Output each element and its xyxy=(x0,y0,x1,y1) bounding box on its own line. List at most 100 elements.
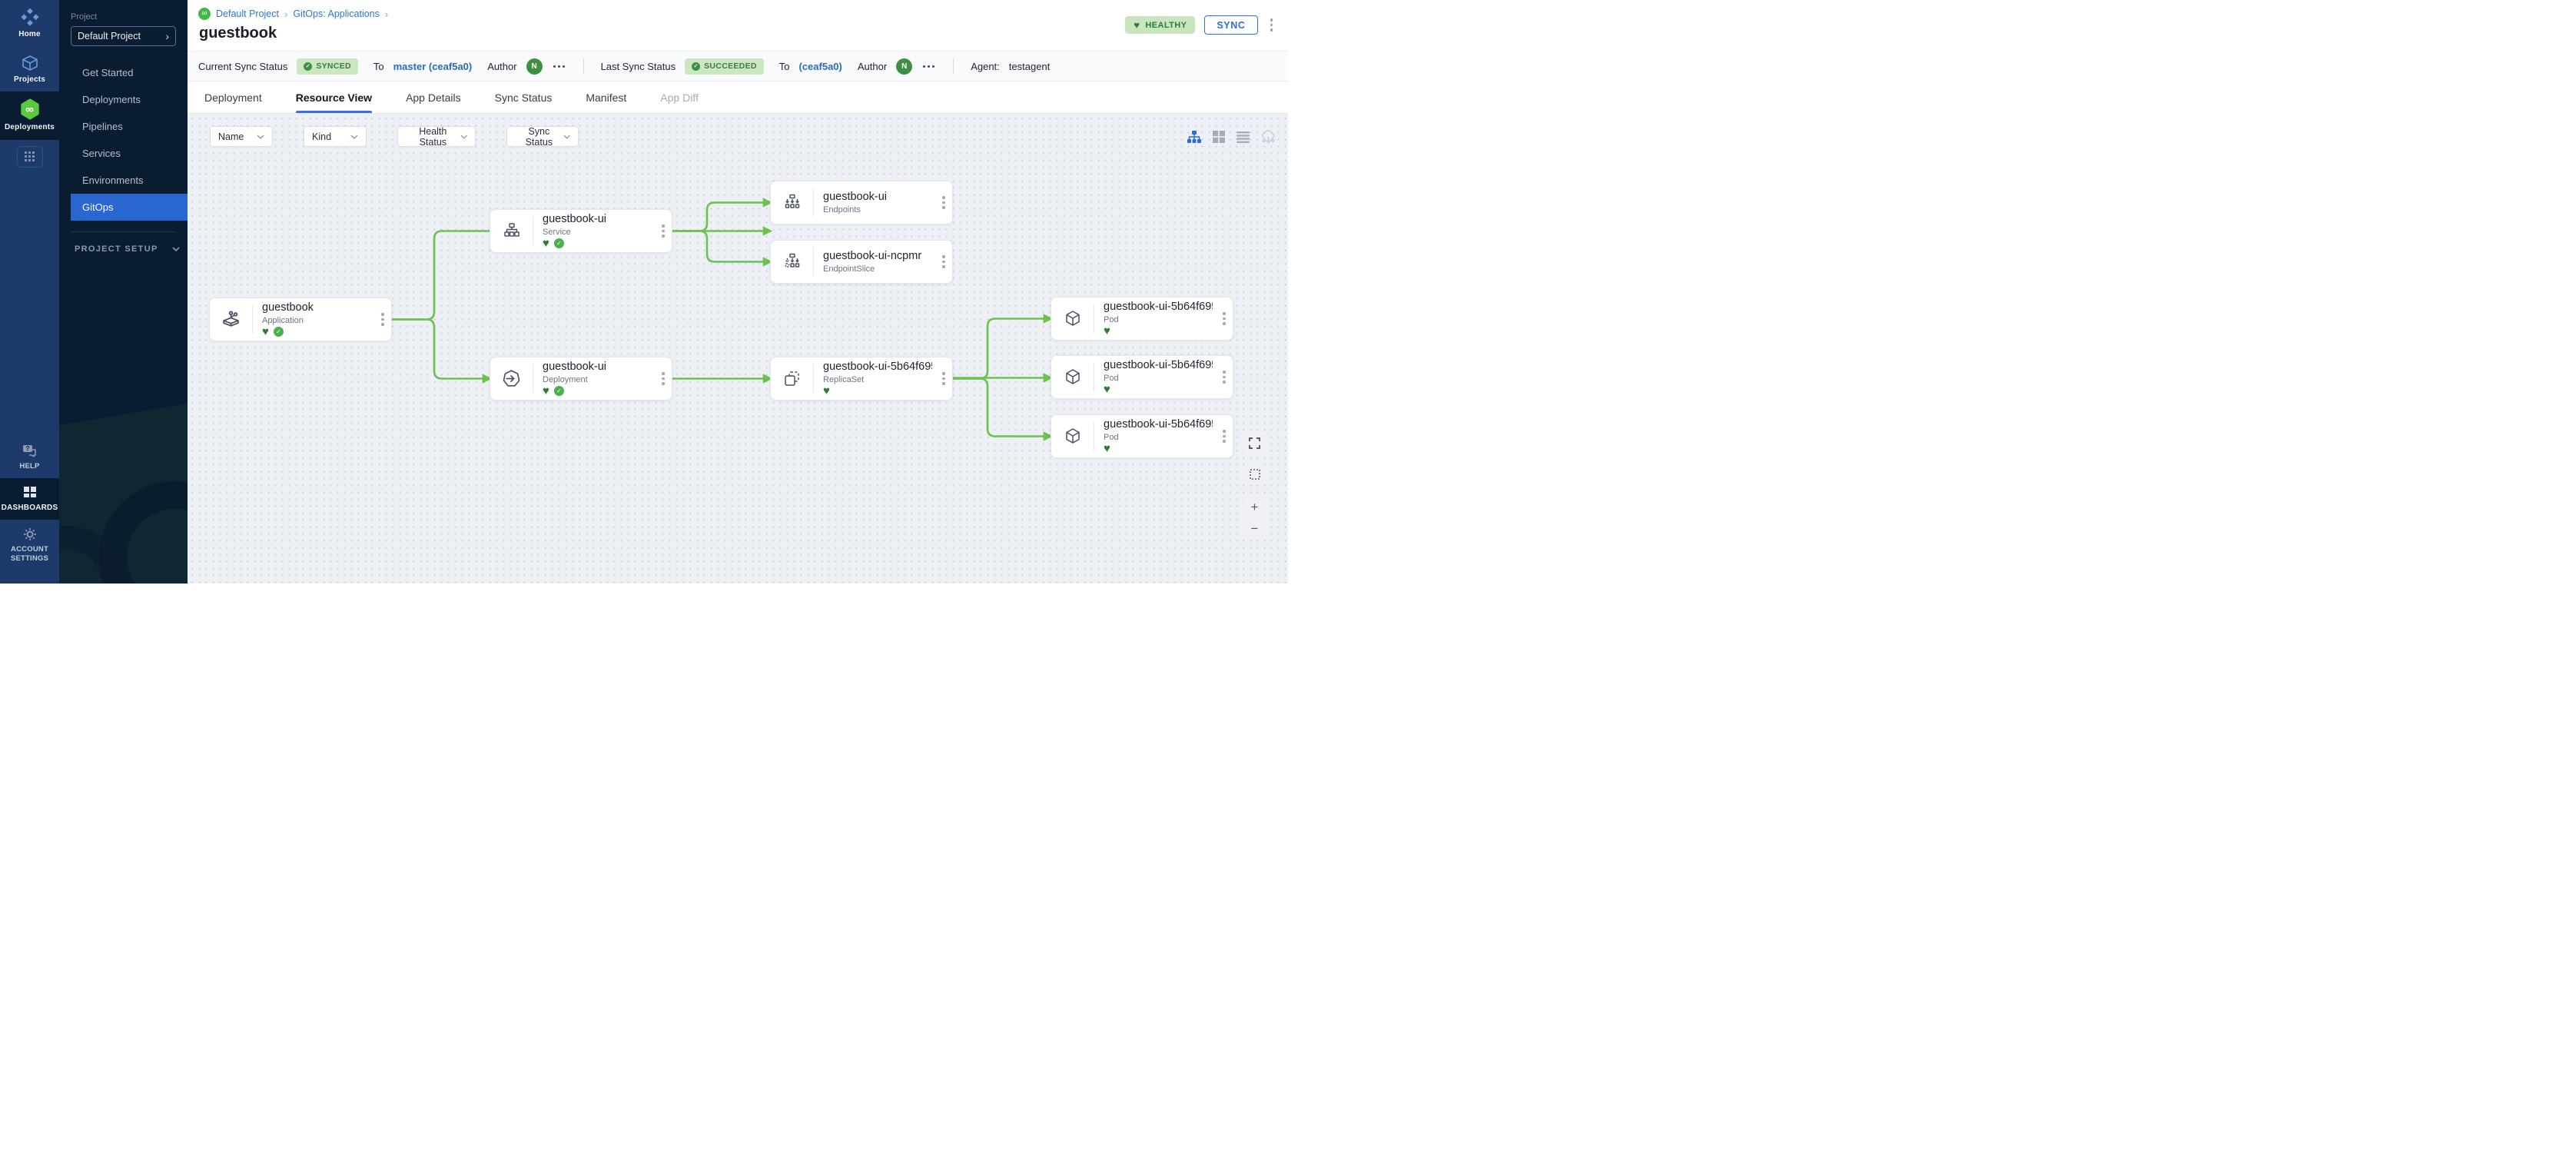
sidebar-item-get-started[interactable]: Get Started xyxy=(82,67,134,78)
sidebar-item-environments[interactable]: Environments xyxy=(82,175,144,186)
agent-value: testagent xyxy=(1008,60,1051,72)
current-revision-link[interactable]: master (ceaf5a0) xyxy=(393,60,473,72)
resource-graph-canvas[interactable]: Name Kind Health Status Sync Status xyxy=(188,114,1288,584)
module-grid-icon xyxy=(25,151,35,161)
node-kind: ReplicaSet xyxy=(823,374,865,384)
fit-to-screen-button[interactable] xyxy=(1243,432,1266,454)
pod-icon xyxy=(1051,298,1094,340)
network-view-icon[interactable] xyxy=(1261,130,1276,144)
current-sync-status-label: Current Sync Status xyxy=(198,60,288,72)
rail-item-home[interactable]: Home xyxy=(0,0,59,47)
last-sync-status-label: Last Sync Status xyxy=(600,60,676,72)
tab-app-details[interactable]: App Details xyxy=(406,91,461,104)
node-menu-kebab-icon[interactable] xyxy=(1216,415,1233,457)
page-title: guestbook xyxy=(199,25,277,42)
tab-deployment[interactable]: Deployment xyxy=(204,91,262,104)
node-menu-kebab-icon[interactable] xyxy=(1216,298,1233,340)
rail-item-account-settings[interactable]: ACCOUNT SETTINGS xyxy=(0,520,59,584)
healthy-heart-icon: ♥ xyxy=(1104,324,1110,338)
rail-item-dashboards[interactable]: DASHBOARDS xyxy=(0,477,59,520)
healthy-heart-icon: ♥ xyxy=(262,325,269,339)
marquee-select-button[interactable] xyxy=(1243,464,1266,484)
node-card-service[interactable]: guestbook-ui Service ♥ ✓ xyxy=(490,209,672,253)
chevron-down-icon xyxy=(460,135,467,139)
gear-icon xyxy=(23,528,36,541)
rail-item-projects[interactable]: Projects xyxy=(0,47,59,92)
endpoints-icon xyxy=(771,181,813,224)
node-kind: Deployment xyxy=(543,374,588,384)
node-card-application[interactable]: guestbook Application ♥ ✓ xyxy=(209,298,392,341)
help-chat-icon: ? xyxy=(22,444,36,457)
succeeded-badge: ✓ SUCCEEDED xyxy=(685,58,764,75)
node-card-replicaset[interactable]: guestbook-ui-5b64f69597 ReplicaSet ♥ xyxy=(770,357,953,401)
commit-more-kebab-icon[interactable] xyxy=(921,62,936,71)
module-rail: Home Projects ∞ Deployments xyxy=(0,0,59,584)
tab-resource-view[interactable]: Resource View xyxy=(295,81,373,113)
node-body: guestbook-ui-5b64f69597 ReplicaSet ♥ xyxy=(814,357,935,400)
node-kind: Pod xyxy=(1104,314,1119,324)
project-setup-toggle[interactable]: PROJECT SETUP xyxy=(75,244,180,254)
harness-logo-icon xyxy=(20,8,39,26)
rail-item-label: HELP xyxy=(19,461,40,470)
tab-app-diff[interactable]: App Diff xyxy=(660,91,699,104)
zoom-controls: + − xyxy=(1243,496,1266,539)
node-card-endpointslice[interactable]: guestbook-ui-ncpmr EndpointSlice xyxy=(770,240,953,284)
sidebar-item-deployments[interactable]: Deployments xyxy=(82,94,141,105)
rail-item-help[interactable]: ? HELP xyxy=(0,437,59,478)
node-card-pod[interactable]: guestbook-ui-5b64f6959... Pod ♥ xyxy=(1051,297,1233,341)
node-body: guestbook-ui Service ♥ ✓ xyxy=(533,210,655,252)
sidebar-item-gitops[interactable]: GitOps xyxy=(71,194,188,221)
filter-kind-dropdown[interactable]: Kind xyxy=(304,126,367,147)
tab-manifest[interactable]: Manifest xyxy=(586,91,627,104)
sidebar-item-pipelines[interactable]: Pipelines xyxy=(82,121,123,132)
zoom-in-button[interactable]: + xyxy=(1243,496,1266,517)
node-card-endpoints[interactable]: guestbook-ui Endpoints xyxy=(770,181,953,224)
node-card-pod[interactable]: guestbook-ui-5b64f6959... Pod ♥ xyxy=(1051,414,1233,458)
filter-sync-status-dropdown[interactable]: Sync Status xyxy=(506,126,579,148)
endpointslice-icon xyxy=(771,241,813,283)
last-revision-link[interactable]: (ceaf5a0) xyxy=(798,60,842,72)
edge-replicaset-to-pod1 xyxy=(951,314,1054,380)
commit-more-kebab-icon[interactable] xyxy=(552,62,566,71)
sidebar-item-services[interactable]: Services xyxy=(82,148,121,159)
rail-item-deployments[interactable]: ∞ Deployments xyxy=(0,91,59,140)
agent-label: Agent: xyxy=(971,60,1000,72)
node-menu-kebab-icon[interactable] xyxy=(655,357,672,400)
project-selector-value: Default Project xyxy=(78,31,141,42)
node-kind: Pod xyxy=(1104,373,1119,383)
project-selector[interactable]: Default Project › xyxy=(71,26,176,46)
chevron-down-icon xyxy=(350,135,358,139)
node-card-deployment[interactable]: guestbook-ui Deployment ♥ ✓ xyxy=(490,357,672,401)
node-menu-kebab-icon[interactable] xyxy=(374,298,391,341)
breadcrumb-gitops-applications[interactable]: GitOps: Applications xyxy=(293,8,380,19)
node-card-pod[interactable]: guestbook-ui-5b64f6959... Pod ♥ xyxy=(1051,355,1233,399)
filter-health-status-dropdown[interactable]: Health Status xyxy=(397,126,476,148)
sync-button[interactable]: SYNC xyxy=(1204,15,1258,35)
zoom-out-button[interactable]: − xyxy=(1243,517,1266,539)
rail-item-label: Deployments xyxy=(5,123,55,131)
app-menu-kebab-icon[interactable] xyxy=(1267,17,1276,33)
service-icon xyxy=(490,210,533,252)
node-status-icons: ♥ ✓ xyxy=(543,385,652,397)
node-status-icons: ♥ xyxy=(1104,324,1213,338)
tab-sync-status[interactable]: Sync Status xyxy=(494,91,553,104)
project-section-label: Project xyxy=(71,12,98,22)
filter-name-dropdown[interactable]: Name xyxy=(210,126,273,147)
node-menu-kebab-icon[interactable] xyxy=(935,241,952,283)
edge-service-to-endpointslice xyxy=(671,230,773,267)
node-menu-kebab-icon[interactable] xyxy=(935,357,952,400)
author-label: Author xyxy=(857,60,888,72)
check-circle-icon: ✓ xyxy=(692,62,701,71)
resource-graph-edges xyxy=(390,198,1054,441)
node-menu-kebab-icon[interactable] xyxy=(1216,356,1233,398)
node-menu-kebab-icon[interactable] xyxy=(935,181,952,224)
module-switcher-button[interactable] xyxy=(16,145,43,168)
dashboards-icon xyxy=(23,486,36,497)
breadcrumb-default-project[interactable]: Default Project xyxy=(216,8,279,19)
tree-view-icon[interactable] xyxy=(1187,130,1201,144)
cube-icon xyxy=(22,55,38,71)
list-view-icon[interactable] xyxy=(1237,131,1250,143)
grid-view-icon[interactable] xyxy=(1213,131,1225,143)
node-menu-kebab-icon[interactable] xyxy=(655,210,672,252)
node-status-icons: ♥ ✓ xyxy=(262,325,371,339)
